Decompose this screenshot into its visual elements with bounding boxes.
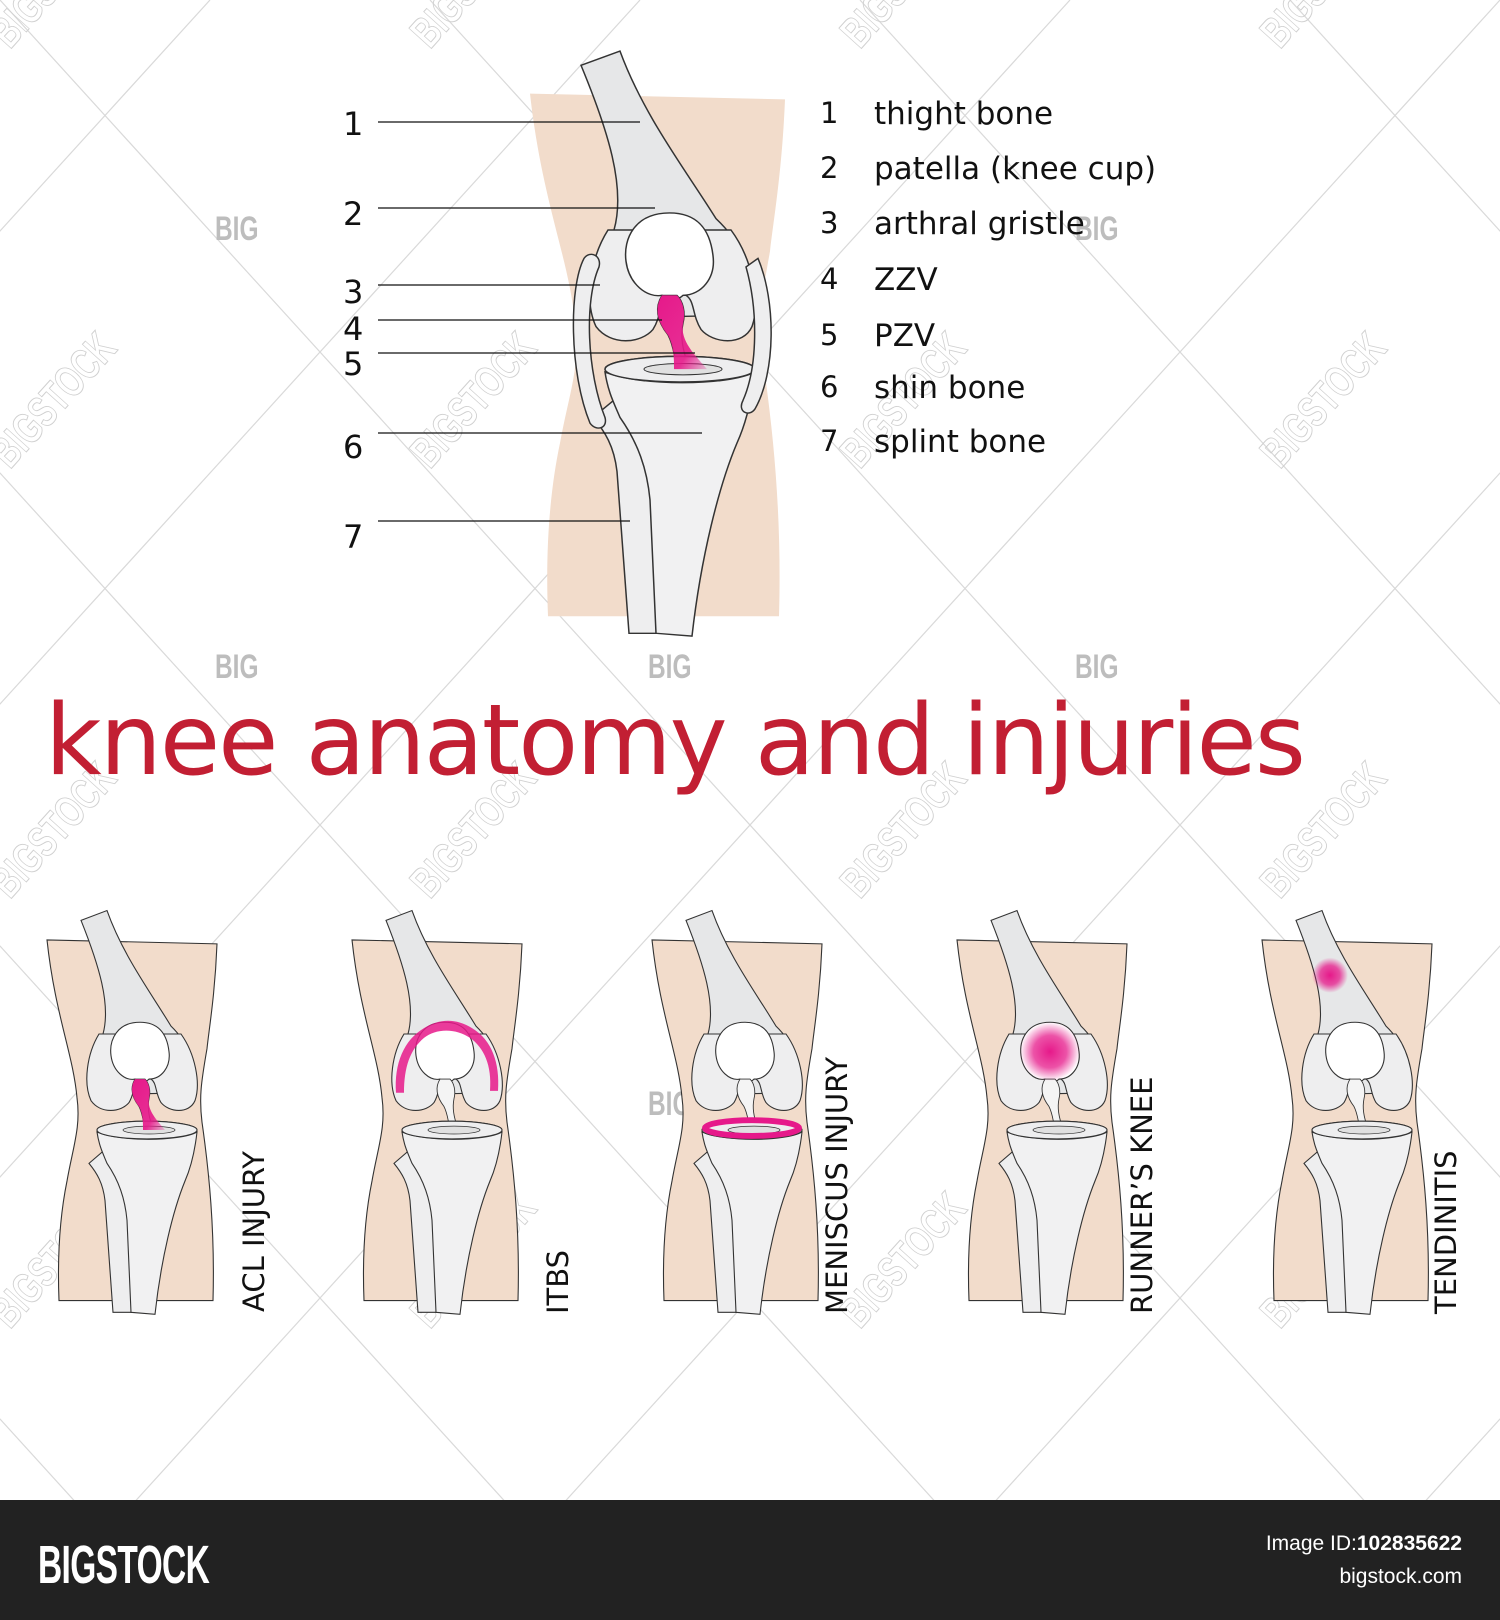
patella-highlight <box>1020 1022 1080 1082</box>
patella <box>1325 1021 1385 1083</box>
image-id-label: Image ID: <box>1265 1532 1357 1555</box>
callout-number-3: 3 <box>343 273 364 311</box>
knee-illustration-itbs <box>351 909 523 1315</box>
callout-number-7: 7 <box>343 518 364 556</box>
patella <box>715 1021 775 1083</box>
injury-label: MENISCUS INJURY <box>820 1056 854 1314</box>
legend-number: 2 <box>820 151 839 185</box>
legend-label: ZZV <box>874 262 938 298</box>
image-id: Image ID:102835622 <box>1266 1533 1462 1554</box>
callout-number-5: 5 <box>343 345 364 383</box>
page-title: knee anatomy and injuries <box>45 684 1306 798</box>
brand-logo[interactable]: BIGSTOCK <box>38 1535 210 1595</box>
legend-number: 3 <box>820 206 839 240</box>
acl-highlight <box>132 1079 165 1131</box>
callout-number-6: 6 <box>343 428 364 466</box>
tendon-highlight <box>1312 957 1348 993</box>
injury-label: TENDINITIS <box>1429 1150 1463 1314</box>
knee-illustration-meniscus <box>651 909 823 1315</box>
legend-label: arthral gristle <box>874 206 1085 242</box>
knee-illustration-acl <box>46 909 218 1315</box>
anatomy-diagram: 1 2 3 4 5 6 7 1 thight bone 2 patella (k… <box>0 0 1500 680</box>
callout-number-1: 1 <box>343 105 364 143</box>
injury-label: RUNNER’S KNEE <box>1125 1076 1159 1314</box>
callout-number-4: 4 <box>343 310 364 348</box>
injury-panel-itbs: ITBS <box>340 900 630 1320</box>
callout-number-2: 2 <box>343 195 364 233</box>
lateral-collateral-ligament <box>572 253 607 429</box>
footer-bar: BIGSTOCK Image ID:102835622 bigstock.com <box>0 1500 1500 1620</box>
injury-panel-tendinitis: TENDINITIS <box>1250 900 1500 1320</box>
injury-panel-meniscus: MENISCUS INJURY <box>640 900 930 1320</box>
legend-number: 7 <box>820 424 839 458</box>
knee-illustration-tendinitis <box>1261 909 1433 1315</box>
legend-label: shin bone <box>874 370 1026 406</box>
legend-label: thight bone <box>874 96 1054 132</box>
legend-number: 6 <box>820 370 839 404</box>
itbs-highlight <box>395 1020 499 1093</box>
injury-panel-runners-knee: RUNNER’S KNEE <box>945 900 1235 1320</box>
patella <box>110 1021 170 1083</box>
meniscus-highlight <box>702 1117 802 1139</box>
knee-illustration-runners-knee <box>956 909 1128 1315</box>
injury-label: ITBS <box>541 1249 575 1314</box>
injury-panel-acl: ACL INJURY <box>35 900 325 1320</box>
patella <box>624 212 715 301</box>
image-id-value: 102835622 <box>1356 1532 1462 1555</box>
legend-label: splint bone <box>874 424 1047 460</box>
legend-label: PZV <box>874 318 936 354</box>
legend-number: 5 <box>820 318 839 352</box>
legend-number: 1 <box>820 96 839 130</box>
legend-number: 4 <box>820 262 839 296</box>
medial-collateral-ligament <box>740 257 772 414</box>
legend-label: patella (knee cup) <box>874 151 1157 187</box>
site-link[interactable]: bigstock.com <box>1339 1565 1462 1588</box>
knee-illustration-main <box>378 50 785 637</box>
injury-label: ACL INJURY <box>237 1151 271 1312</box>
acl-highlight <box>657 295 707 370</box>
